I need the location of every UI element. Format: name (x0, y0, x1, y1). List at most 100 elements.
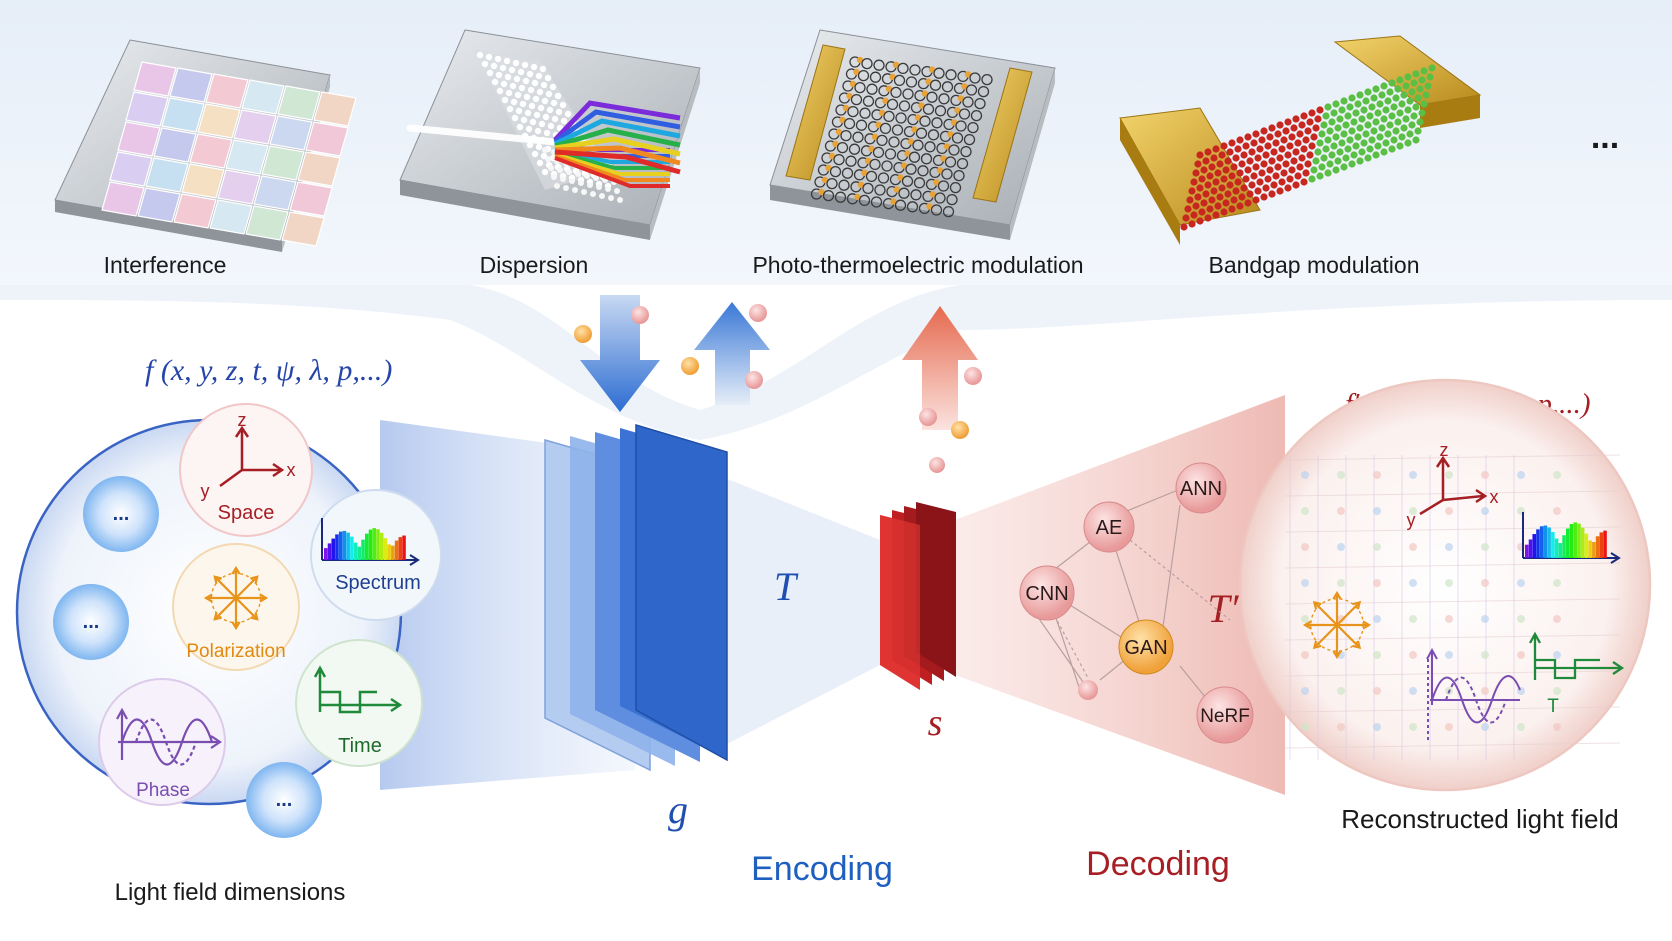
atom (1252, 196, 1260, 204)
encoder-panels (544, 423, 728, 772)
atom (1220, 208, 1228, 216)
atom (1320, 121, 1328, 129)
meta-atom (532, 95, 540, 103)
spectrum-bar (1532, 534, 1536, 558)
meta-atom (476, 51, 484, 59)
lattice-ring (906, 201, 919, 213)
input-beam (406, 124, 559, 146)
lattice-ring (967, 121, 979, 134)
atom (1188, 220, 1196, 228)
grid-line (1284, 670, 1621, 677)
meta-atom (590, 191, 596, 197)
atom (1420, 100, 1428, 108)
meta-atom (547, 122, 555, 130)
filter-cell (209, 199, 253, 235)
meta-atom (509, 82, 517, 90)
lattice-ring (840, 129, 852, 142)
atom (1258, 136, 1266, 144)
meta-atom (527, 86, 535, 94)
atom (1280, 136, 1288, 144)
atom (1416, 85, 1424, 93)
atom (1396, 142, 1404, 150)
atom (1232, 154, 1240, 162)
lattice-ring (912, 139, 924, 151)
atom (1280, 169, 1288, 177)
atom (1192, 169, 1200, 177)
meta-atom (569, 178, 575, 184)
adatom (961, 83, 968, 90)
atom (1292, 181, 1300, 189)
label-interference: Interference (104, 252, 227, 278)
node-cnn (1019, 565, 1075, 621)
atom (1354, 100, 1362, 108)
atom (1400, 124, 1408, 132)
lattice-ring (897, 62, 909, 75)
atom (1402, 115, 1410, 123)
atom (1324, 103, 1332, 111)
atom (1204, 214, 1212, 222)
voxel (1409, 579, 1417, 587)
adatom (821, 176, 829, 184)
atom (1414, 94, 1422, 102)
lattice-ring (937, 180, 950, 192)
lattice-ring (879, 122, 892, 135)
meta-atom (599, 193, 605, 199)
atom (1394, 118, 1402, 126)
lattice-ring (917, 165, 929, 177)
adatom (921, 90, 929, 97)
atom (1240, 184, 1248, 192)
adatom (825, 164, 832, 172)
pol-arrowhead (250, 575, 259, 584)
atom (1312, 157, 1320, 165)
spectrum-bar (1573, 522, 1577, 558)
voxel (1481, 579, 1489, 587)
voxel (1301, 615, 1309, 623)
atom (1184, 205, 1192, 213)
meta-atom (539, 65, 547, 73)
particle (951, 421, 969, 439)
label-photothermoelectric: Photo-thermoelectric modulation (752, 252, 1083, 278)
voxel (1553, 507, 1561, 515)
meta-atom (540, 81, 548, 89)
reconstruction-grid (1284, 454, 1621, 760)
node-cnn-label: CNN (1025, 583, 1068, 605)
adatom (943, 143, 951, 150)
atom (1266, 133, 1274, 141)
lattice-ring (852, 131, 864, 143)
atom (1202, 190, 1210, 198)
polarization-label: Polarization (186, 641, 285, 662)
atom (1324, 136, 1332, 144)
adatom (940, 155, 947, 162)
meta-atom (560, 176, 566, 182)
atom (1290, 124, 1298, 132)
atom (1416, 118, 1424, 126)
meta-atom (524, 109, 532, 117)
meta-atom (515, 107, 523, 115)
atom (1258, 169, 1266, 177)
meta-atom (506, 105, 514, 113)
atom (1204, 181, 1212, 189)
atom (1272, 139, 1280, 147)
meta-atom (575, 171, 581, 177)
lattice-ring (893, 74, 906, 87)
atom (1222, 166, 1230, 174)
atom (1248, 148, 1256, 156)
atom (1392, 94, 1400, 102)
particle (681, 357, 699, 375)
voxel (1553, 471, 1561, 479)
voxel (1373, 651, 1381, 659)
atom (1420, 67, 1428, 75)
lattice-ring (884, 148, 897, 160)
filter-cell (189, 133, 233, 169)
atom (1240, 151, 1248, 159)
filter-cell (197, 103, 241, 139)
atom (1318, 163, 1326, 171)
meta-atom (516, 123, 524, 131)
adatom (936, 167, 944, 174)
atom (1268, 124, 1276, 132)
atom (1424, 82, 1432, 90)
pol-arrowhead (203, 593, 213, 603)
particle (929, 457, 945, 473)
atom (1386, 121, 1394, 129)
lattice-ring (920, 153, 933, 165)
